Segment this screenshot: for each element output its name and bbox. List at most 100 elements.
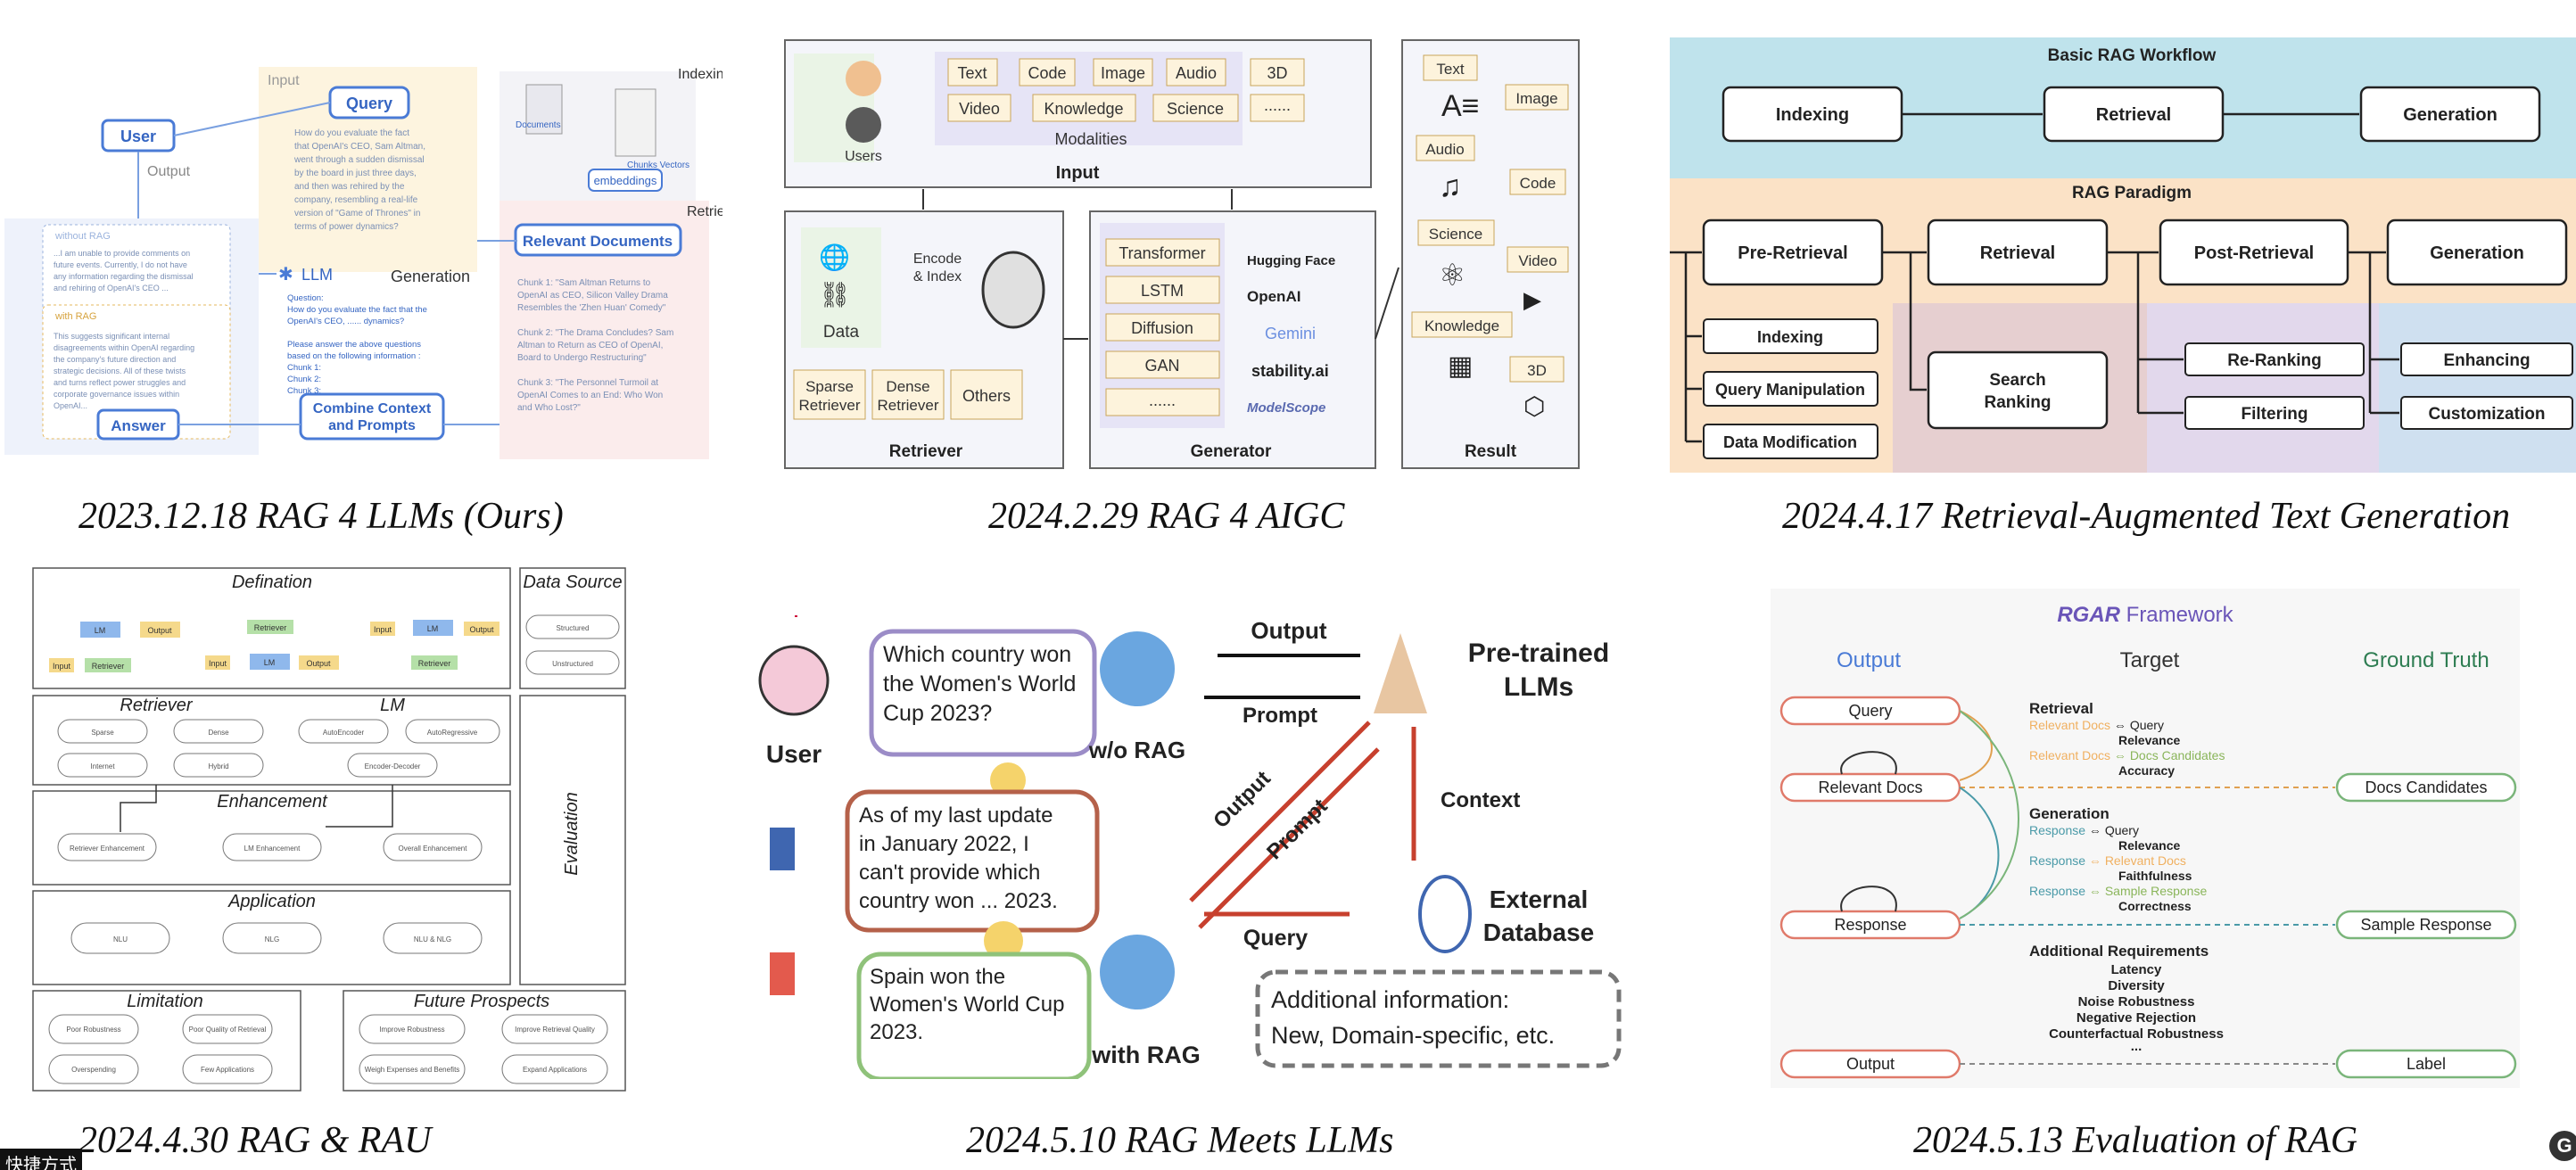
svg-text:Sample Response: Sample Response (2360, 916, 2491, 934)
svg-text:Hugging Face: Hugging Face (1247, 253, 1335, 268)
svg-text:Encoder-Decoder: Encoder-Decoder (365, 762, 421, 770)
svg-text:Chunk 2:: Chunk 2: (287, 375, 321, 384)
svg-text:This suggests significant inte: This suggests significant internal (54, 332, 169, 341)
p6-retrieval-head: Retrieval (2029, 700, 2093, 717)
p2-link-icon: ⛓ (819, 281, 851, 309)
svg-text:Filtering: Filtering (2242, 405, 2308, 424)
svg-text:......: ...... (1149, 391, 1176, 409)
svg-text:Generation: Generation (2403, 105, 2498, 125)
p2-generators: Transformer LSTM Diffusion GAN ...... (1105, 238, 1220, 416)
svg-text:Data Modification: Data Modification (1723, 433, 1857, 451)
svg-text:LM Enhancement: LM Enhancement (244, 845, 301, 853)
svg-text:LSTM: LSTM (1141, 282, 1184, 300)
svg-text:Resembles the 'Zhen Huan' Come: Resembles the 'Zhen Huan' Comedy" (517, 303, 666, 313)
p5-happy-face-icon (984, 921, 1023, 960)
p1-input-label: Input (268, 73, 300, 88)
p2-dense-1: Dense (886, 378, 929, 395)
p2-others: Others (962, 387, 1011, 405)
svg-text:Please answer the above questi: Please answer the above questions (287, 340, 421, 350)
p2-sparse-1: Sparse (805, 378, 854, 395)
p5-external-2: Database (1483, 919, 1595, 946)
svg-text:Indexing: Indexing (1757, 328, 1823, 346)
p5-bad-bubble: As of my last update in January 2022, I … (859, 803, 1058, 913)
svg-text:How do you evaluate the fact: How do you evaluate the fact (294, 128, 409, 138)
p1-llm-star-icon: ✱ (278, 265, 293, 284)
p5-prompt2: Prompt (1262, 795, 1332, 864)
p2-results: Text Image Audio Code Science Video Know… (1411, 54, 1569, 383)
svg-text:Output: Output (1846, 1055, 1895, 1073)
p5-pretrained-2: LLMs (1504, 672, 1573, 702)
p5-robot-with-icon (1100, 935, 1175, 1009)
p5-thumbs-down-icon (770, 828, 795, 870)
svg-text:Video: Video (959, 100, 1000, 118)
svg-text:Chunk 3: "The Personnel Turmoi: Chunk 3: "The Personnel Turmoil at (517, 378, 658, 388)
svg-text:OpenAI...: OpenAI... (54, 401, 87, 410)
p5-with-rag: with RAG (1091, 1042, 1201, 1068)
corner-shortcut-label[interactable]: 快捷方式 (0, 1149, 82, 1170)
p6-generation-head: Generation (2029, 805, 2110, 822)
corner-app-icon[interactable]: G (2549, 1131, 2576, 1161)
svg-text:Post-Retrieval: Post-Retrieval (2194, 243, 2315, 263)
svg-text:Relevance: Relevance (2118, 733, 2180, 747)
svg-text:Few Applications: Few Applications (201, 1066, 254, 1074)
svg-text:Response: Response (1834, 916, 1906, 934)
p2-table-icon: ▦ (1448, 351, 1473, 381)
rag-4-llms-diagram: Input Query How do you evaluate the fact… (4, 67, 722, 459)
p4-evaluation: Evaluation (562, 792, 582, 875)
p2-generator-label: Generator (1191, 442, 1272, 461)
svg-text:Input: Input (209, 659, 227, 668)
svg-text:AutoRegressive: AutoRegressive (427, 729, 478, 737)
svg-text:and rehiring of OpenAI's CEO .: and rehiring of OpenAI's CEO ... (54, 284, 169, 292)
p2-atom-icon: ⚛ (1439, 259, 1466, 292)
svg-text:Spain won the: Spain won the (870, 965, 1005, 989)
svg-text:Correctness: Correctness (2118, 899, 2192, 913)
p4-retriever: Retriever (120, 696, 193, 715)
p1-retrieval-label: Retrieval (687, 204, 722, 219)
svg-text:Expand Applications: Expand Applications (523, 1066, 587, 1074)
svg-text:Improve Robustness: Improve Robustness (379, 1026, 444, 1034)
svg-text:Latency: Latency (2111, 962, 2162, 977)
svg-text:Pre-Retrieval: Pre-Retrieval (1738, 243, 1847, 263)
svg-text:Which country won: Which country won (883, 642, 1071, 667)
svg-text:Accuracy: Accuracy (2118, 763, 2175, 778)
svg-text:the company's future direction: the company's future direction and (54, 355, 176, 364)
svg-text:can't provide which: can't provide which (859, 861, 1040, 885)
p5-output: Output (1251, 617, 1327, 644)
p1-documents-label: Documents (516, 120, 561, 130)
svg-text:and then was rehired by the: and then was rehired by the (294, 182, 405, 192)
panel-rag-4-aigc: Users Text Code Image Audio 3D Video Kno… (783, 36, 1581, 473)
svg-text:...: ... (2131, 1039, 2143, 1054)
svg-text:AutoEncoder: AutoEncoder (323, 729, 365, 737)
p2-index: & Index (913, 269, 962, 284)
p6-col-output: Output (1837, 648, 1901, 672)
svg-text:ModelScope: ModelScope (1247, 400, 1325, 416)
p3-post-items: Re-Ranking Filtering (2184, 342, 2365, 430)
svg-text:by the board in just three day: by the board in just three days, (294, 169, 417, 178)
p2-input-label: Input (1056, 163, 1100, 183)
p3-stages: Pre-Retrieval Retrieval Post-Retrieval G… (1702, 218, 2568, 286)
p1-relevant-docs: Relevant Documents (523, 233, 673, 250)
svg-text:Altman to Return as CEO of Ope: Altman to Return as CEO of OpenAI, (517, 341, 663, 350)
panel-rag-rau: Defination Data Source Retriever LM Enha… (31, 566, 629, 1092)
p1-embeddings-label: embeddings (594, 174, 657, 187)
svg-text:Label: Label (2407, 1055, 2446, 1073)
p6-ret-lines: Relevant Docs ⇔ Query Relevance Relevant… (2029, 718, 2225, 778)
p2-users-label: Users (845, 149, 882, 164)
p2-globe-icon: 🌐 (819, 243, 850, 272)
p5-user-avatar (758, 645, 830, 716)
p1-combine-1: Combine Context (313, 401, 432, 416)
p5-pretrained-1: Pre-trained (1468, 639, 1609, 668)
panel-eval-of-rag: RGAR Framework Output Target Ground Trut… (1771, 589, 2520, 1088)
svg-text:Hybrid: Hybrid (208, 762, 228, 770)
p1-llm-label: LLM (301, 266, 333, 284)
p1-generation-label: Generation (391, 268, 470, 285)
svg-text:Retrieval: Retrieval (2096, 105, 2172, 125)
svg-text:Code: Code (1520, 175, 1556, 192)
p5-addl-2: New, Domain-specific, etc. (1271, 1022, 1555, 1049)
p5-llama-icon (1374, 633, 1427, 713)
svg-text:Faithfulness: Faithfulness (2118, 869, 2192, 883)
p6-addl-items: Latency Diversity Noise Robustness Negat… (2049, 962, 2224, 1054)
p5-q-bubble: Which country won the Women's World Cup … (883, 642, 1076, 726)
p6-gen-lines: Response ⇔ Query Relevance Response ⇔ Re… (2029, 823, 2207, 913)
p5-prompt: Prompt (1243, 704, 1317, 728)
